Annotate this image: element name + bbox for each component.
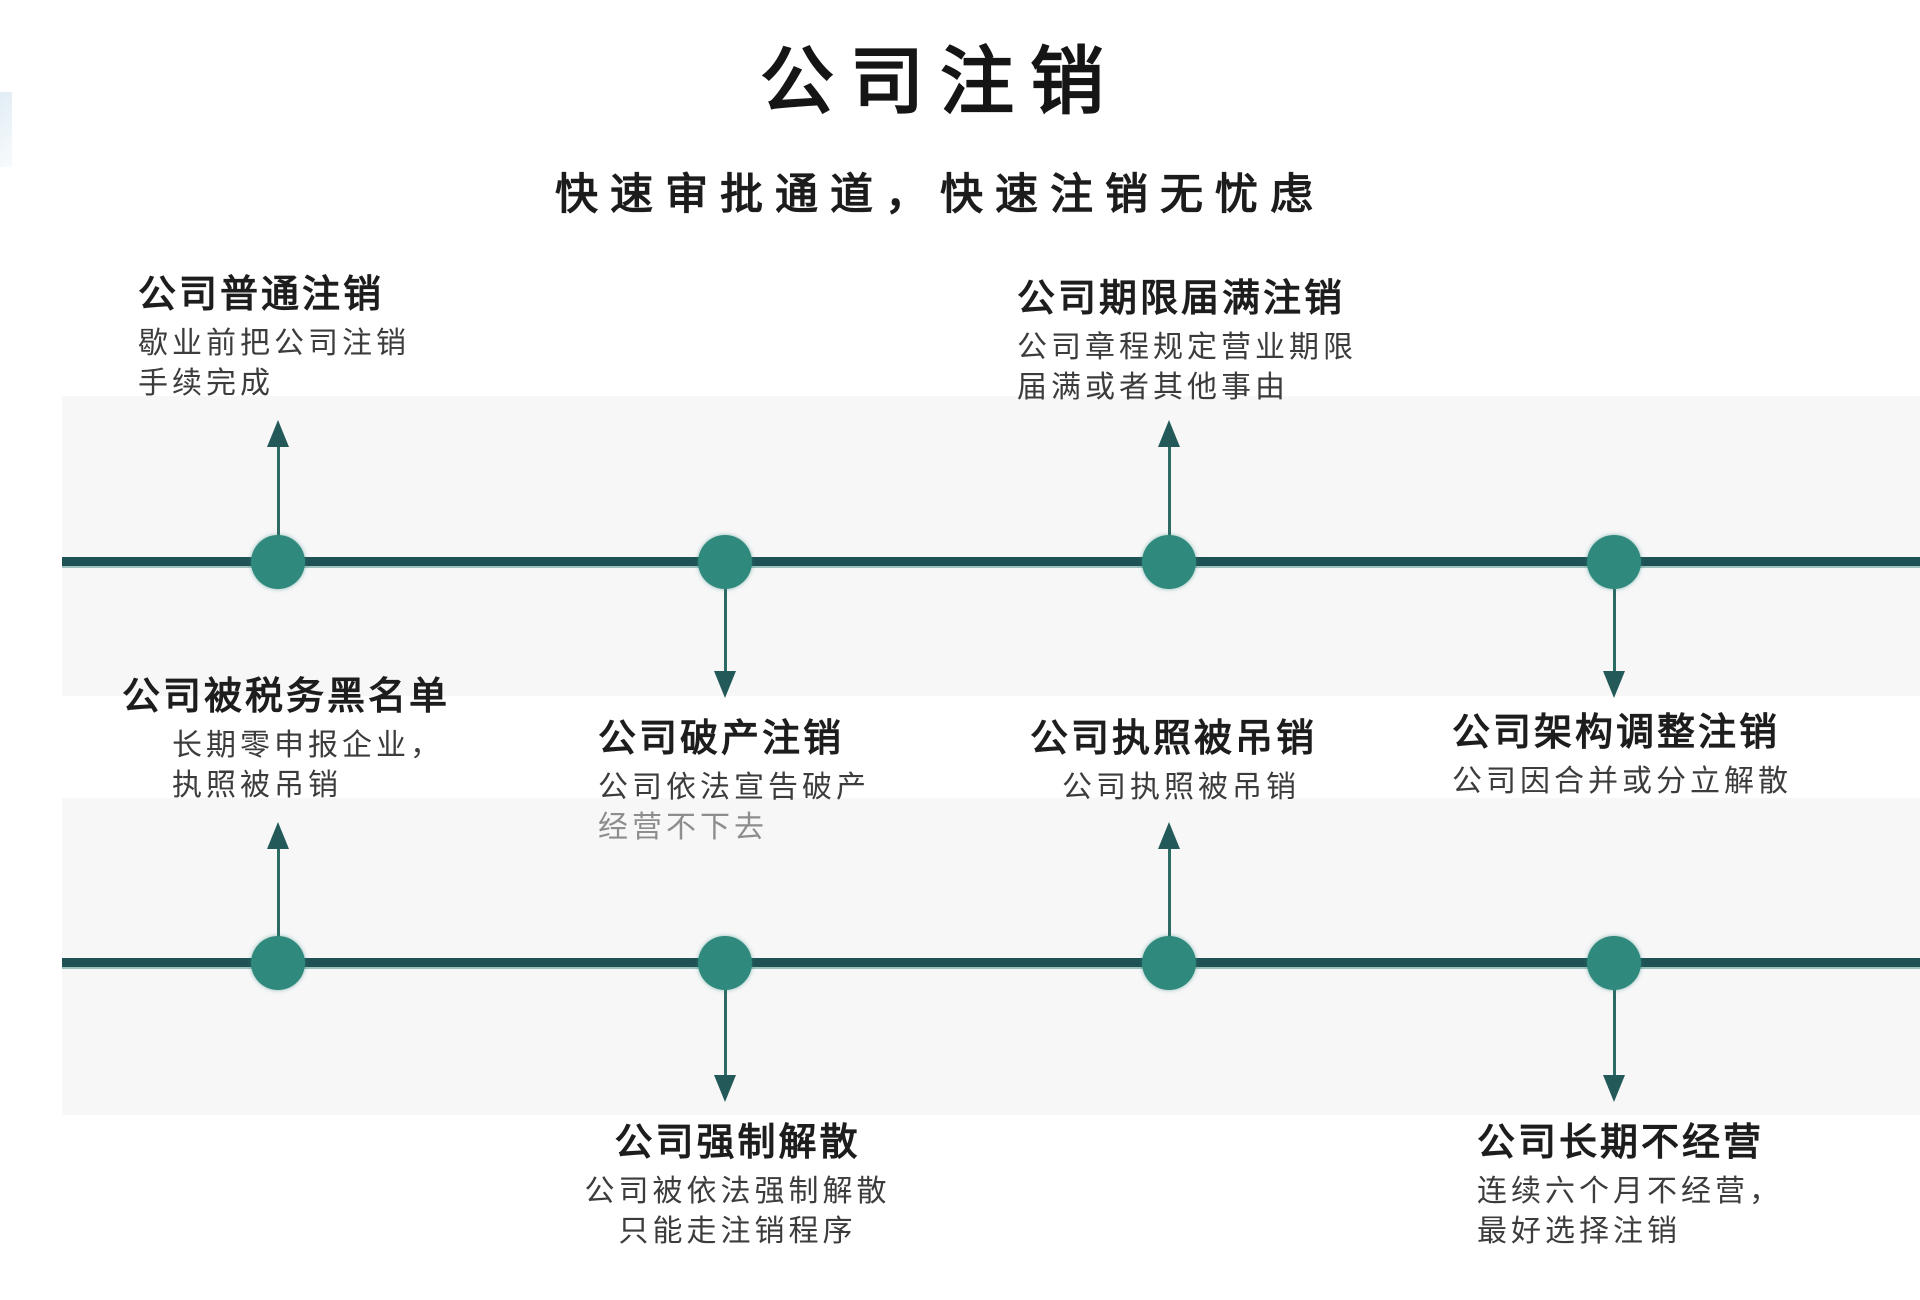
node-desc-line: 经营不下去 [598,811,768,844]
timeline-line-top [62,557,1920,568]
timeline-dot [698,535,752,589]
node-title: 公司破产注销 [598,718,845,760]
background-band [62,396,1920,696]
node-title: 公司长期不经营 [1477,1122,1765,1164]
node-desc-line: 长期零申报企业， [172,729,444,762]
up-arrow-icon [1158,822,1180,938]
timeline-dot [1142,535,1196,589]
node-tax-blacklist: 公司被税务黑名单 长期零申报企业， 执照被吊销 [122,674,450,806]
node-desc-line: 公司执照被吊销 [1062,771,1300,804]
node-desc-line: 连续六个月不经营， [1477,1175,1783,1208]
node-license-revoked: 公司执照被吊销 公司执照被吊销 [1030,716,1317,808]
up-arrow-icon [267,420,289,537]
node-desc-line: 公司依法宣告破产 [598,771,870,804]
node-ordinary-cancel: 公司普通注销 歇业前把公司注销 手续完成 [138,272,410,404]
timeline-dot [698,936,752,990]
node-desc-line: 只能走注销程序 [618,1215,857,1248]
node-desc-line: 手续完成 [138,367,274,400]
node-restructure-cancel: 公司架构调整注销 公司因合并或分立解散 [1452,710,1792,802]
node-title: 公司被税务黑名单 [122,676,451,718]
timeline-dot [251,936,305,990]
down-arrow-icon [714,589,736,698]
down-arrow-icon [714,989,736,1102]
down-arrow-icon [1603,589,1625,698]
background-band [62,798,1920,1115]
node-desc-line: 公司被依法强制解散 [584,1175,891,1208]
node-title: 公司期限届满注销 [1017,278,1346,320]
node-term-expiry-cancel: 公司期限届满注销 公司章程规定营业期限 届满或者其他事由 [1017,276,1357,408]
node-desc-line: 执照被吊销 [172,769,342,802]
timeline-dot [251,535,305,589]
node-desc-line: 最好选择注销 [1477,1215,1681,1248]
up-arrow-icon [1158,420,1180,537]
node-long-term-inactive: 公司长期不经营 连续六个月不经营， 最好选择注销 [1477,1120,1783,1252]
node-title: 公司普通注销 [138,274,385,316]
node-desc-line: 届满或者其他事由 [1017,371,1289,404]
left-edge-artifact [0,92,12,167]
node-desc-line: 公司章程规定营业期限 [1017,331,1357,364]
timeline-dot [1587,535,1641,589]
node-title: 公司执照被吊销 [1030,718,1318,760]
timeline-dot [1142,936,1196,990]
down-arrow-icon [1603,989,1625,1102]
node-title: 公司强制解散 [614,1122,861,1164]
node-desc-line: 公司因合并或分立解散 [1452,765,1792,798]
node-title: 公司架构调整注销 [1452,712,1781,754]
page-subtitle: 快速审批通道，快速注销无忧虑 [555,171,1325,219]
up-arrow-icon [267,822,289,938]
timeline-dot [1587,936,1641,990]
node-desc-line: 歇业前把公司注销 [138,327,410,360]
node-forced-dissolution: 公司强制解散 公司被依法强制解散 只能走注销程序 [580,1120,895,1252]
node-bankruptcy-cancel: 公司破产注销 公司依法宣告破产 经营不下去 [598,716,870,848]
timeline-line-bottom [62,958,1920,969]
page-title: 公司注销 [760,40,1120,123]
